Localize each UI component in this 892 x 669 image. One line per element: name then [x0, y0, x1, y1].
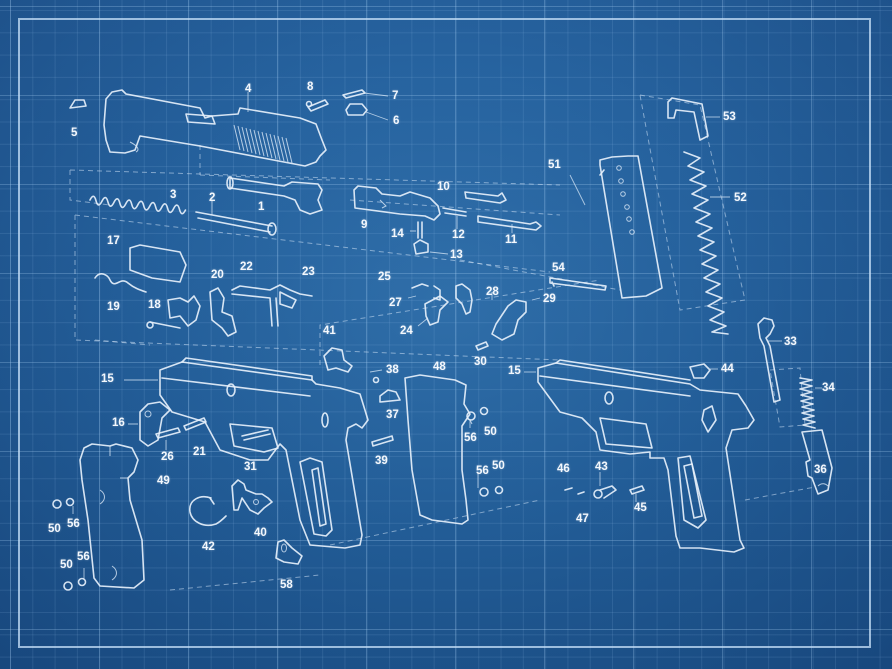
part-label-19: 19 [107, 301, 120, 313]
parts-10-14 [410, 191, 542, 255]
part-label-50-d: 50 [492, 460, 505, 472]
part-label-31: 31 [244, 461, 257, 473]
part-label-10: 10 [437, 181, 450, 193]
part-label-30: 30 [474, 356, 487, 368]
part-label-41: 41 [323, 325, 336, 337]
part-label-52: 52 [734, 192, 747, 204]
parts-16-21-26 [128, 401, 207, 450]
part-label-56-d: 56 [476, 465, 489, 477]
part-label-20: 20 [211, 269, 224, 281]
part-4-slide [103, 89, 327, 167]
part-label-36: 36 [814, 464, 827, 476]
part-label-28: 28 [486, 286, 499, 298]
parts-22-23-trigger-bar [231, 284, 313, 327]
part-label-16: 16 [112, 417, 125, 429]
part-33-lever [757, 317, 782, 403]
part-label-9: 9 [361, 219, 368, 231]
part-label-6: 6 [393, 115, 400, 127]
part-label-33: 33 [784, 336, 797, 348]
part-label-4: 4 [245, 83, 252, 95]
part-52-magazine-spring [683, 151, 730, 335]
part-label-29: 29 [543, 293, 556, 305]
part-label-51: 51 [548, 159, 561, 171]
part-label-54: 54 [552, 262, 565, 274]
assembly-guide-lines [69, 94, 816, 591]
part-label-50-b: 50 [60, 559, 73, 571]
part-label-14: 14 [391, 228, 404, 240]
parts-24-30-hammer-group [407, 283, 541, 351]
part-label-56-b: 56 [77, 551, 90, 563]
part-label-7: 7 [392, 90, 399, 102]
part-2-guide-rod [195, 200, 277, 236]
part-label-43: 43 [595, 461, 608, 473]
part-51-magazine [569, 155, 663, 299]
part-48-grip-right [404, 374, 473, 525]
grip-screws-50-56 [52, 406, 504, 591]
part-36-block [801, 429, 833, 495]
part-label-45: 45 [634, 502, 647, 514]
part-label-11: 11 [505, 234, 518, 246]
parts-40-42-58 [189, 479, 303, 565]
part-label-13: 13 [450, 249, 463, 261]
part-label-56-c: 56 [464, 432, 477, 444]
part-9-assembly [353, 185, 441, 221]
part-label-53: 53 [723, 111, 736, 123]
part-label-37: 37 [386, 409, 399, 421]
part-label-22: 22 [240, 261, 253, 273]
part-label-47: 47 [576, 513, 589, 525]
part-label-26: 26 [161, 451, 174, 463]
part-label-24: 24 [400, 325, 413, 337]
part-49-grip-left [79, 443, 145, 589]
part-label-44: 44 [721, 363, 734, 375]
part-label-48: 48 [433, 361, 446, 373]
part-1-barrel [226, 176, 323, 215]
part-label-27: 27 [389, 297, 402, 309]
part-15-frame-right [524, 359, 755, 553]
part-label-42: 42 [202, 541, 215, 553]
part-label-18: 18 [148, 299, 161, 311]
part-label-5: 5 [71, 127, 78, 139]
part-label-17: 17 [107, 235, 120, 247]
parts-37-38-39 [369, 369, 401, 447]
part-label-46: 46 [557, 463, 570, 475]
part-label-23: 23 [302, 266, 315, 278]
part-label-8: 8 [307, 81, 314, 93]
part-label-49: 49 [157, 475, 170, 487]
part-label-25: 25 [378, 271, 391, 283]
part-54 [549, 277, 607, 291]
part-44 [689, 363, 718, 379]
part-label-15-right: 15 [508, 365, 521, 377]
part-label-38: 38 [386, 364, 399, 376]
part-label-34: 34 [822, 382, 835, 394]
part-15-frame-left [124, 357, 369, 549]
part-label-1: 1 [258, 201, 265, 213]
part-label-40: 40 [254, 527, 267, 539]
parts-6-7-8-pins [305, 89, 389, 121]
part-3-recoil-spring [89, 195, 187, 215]
part-label-58: 58 [280, 579, 293, 591]
part-label-12: 12 [452, 229, 465, 241]
part-label-3: 3 [170, 189, 177, 201]
part-5-sight [69, 99, 87, 109]
part-34-spring [799, 377, 822, 429]
part-label-2: 2 [209, 192, 216, 204]
part-41 [323, 347, 353, 373]
part-label-50-c: 50 [484, 426, 497, 438]
parts-17-20-trigger-group [94, 244, 237, 337]
part-label-21: 21 [193, 446, 206, 458]
parts-43-47 [564, 472, 645, 502]
part-label-39: 39 [375, 455, 388, 467]
part-53-follower [667, 97, 720, 141]
drawing-border [18, 18, 871, 648]
part-label-15-left: 15 [101, 373, 114, 385]
part-label-50-a: 50 [48, 523, 61, 535]
part-label-56-a: 56 [67, 518, 80, 530]
